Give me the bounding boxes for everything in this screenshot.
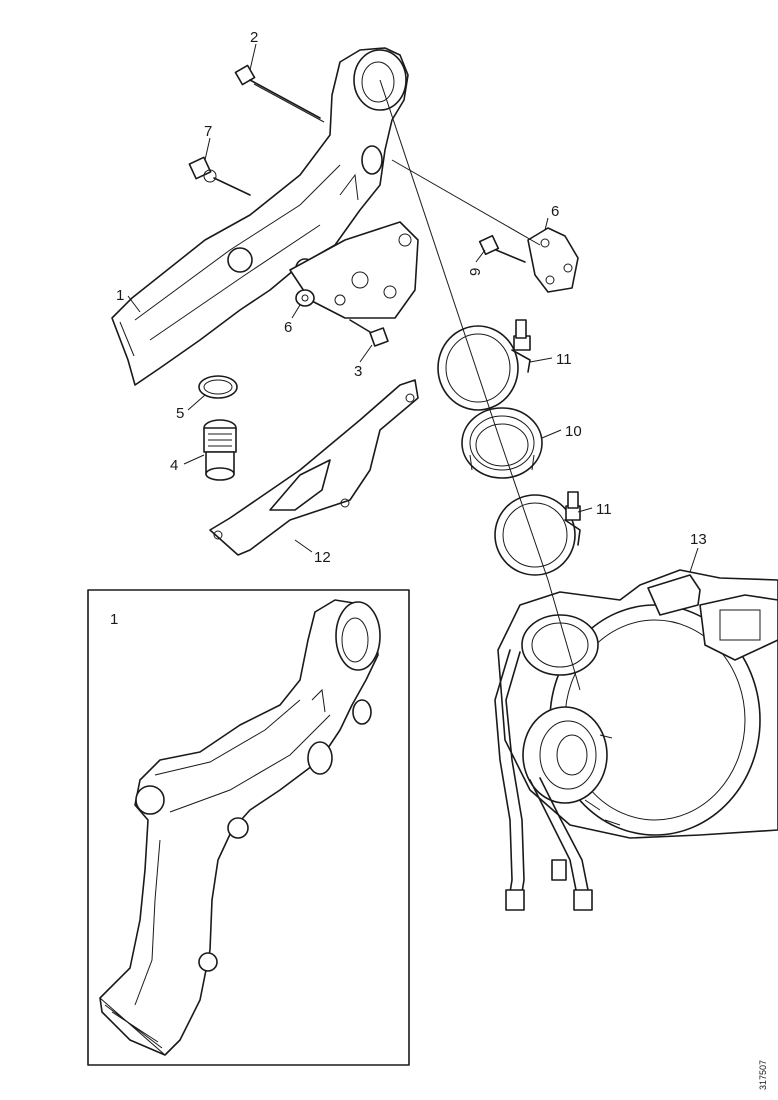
- v-band-clamp-part-11-upper: [437, 319, 531, 411]
- union-fitting-part-4: [203, 419, 237, 481]
- callout-4: 4: [170, 457, 178, 474]
- bolt-part-3: [349, 319, 389, 347]
- callout-10: 10: [565, 423, 582, 440]
- inset-label: 1: [110, 611, 118, 628]
- callout-11-lower: 11: [596, 501, 612, 518]
- bolt-part-9: [478, 234, 526, 263]
- callout-3: 3: [354, 363, 362, 380]
- inset-frame: [87, 589, 410, 1066]
- turbocharger-part-13: [494, 569, 778, 911]
- washer-part-6-upper: [295, 289, 315, 307]
- callout-9: 9: [467, 268, 484, 276]
- support-bracket-part-12: [209, 379, 419, 556]
- bolt-part-7: [188, 156, 251, 196]
- callout-12: 12: [314, 549, 331, 566]
- callout-6-upper: 6: [284, 319, 292, 336]
- callout-13: 13: [690, 531, 707, 548]
- callout-1: 1: [116, 287, 124, 304]
- callout-6-lower: 6: [551, 203, 559, 220]
- sealing-ring-part-5: [198, 375, 238, 399]
- small-bracket-part-8: [527, 227, 579, 293]
- callout-7: 7: [204, 123, 212, 140]
- callout-2: 2: [250, 29, 258, 46]
- v-band-clamp-part-11-lower: [494, 491, 581, 576]
- mounting-bracket: [289, 221, 419, 319]
- exhaust-pipe-detail-view: [99, 599, 381, 1056]
- coupling-ring-part-10: [461, 407, 543, 479]
- callout-labels: 1 2 7 6 3 5 4 6 9 11 10 11 12 13 1: [110, 29, 707, 628]
- assembly-line-bracket: [391, 159, 541, 246]
- figure-code: 317507: [758, 1060, 768, 1090]
- assembly-axis-line: [379, 79, 581, 691]
- callout-5: 5: [176, 405, 184, 422]
- long-bolt-part-2: [234, 64, 325, 123]
- callout-11-upper: 11: [556, 351, 572, 368]
- leader-lines: [127, 43, 699, 573]
- exhaust-pipe-part-1: [111, 47, 409, 386]
